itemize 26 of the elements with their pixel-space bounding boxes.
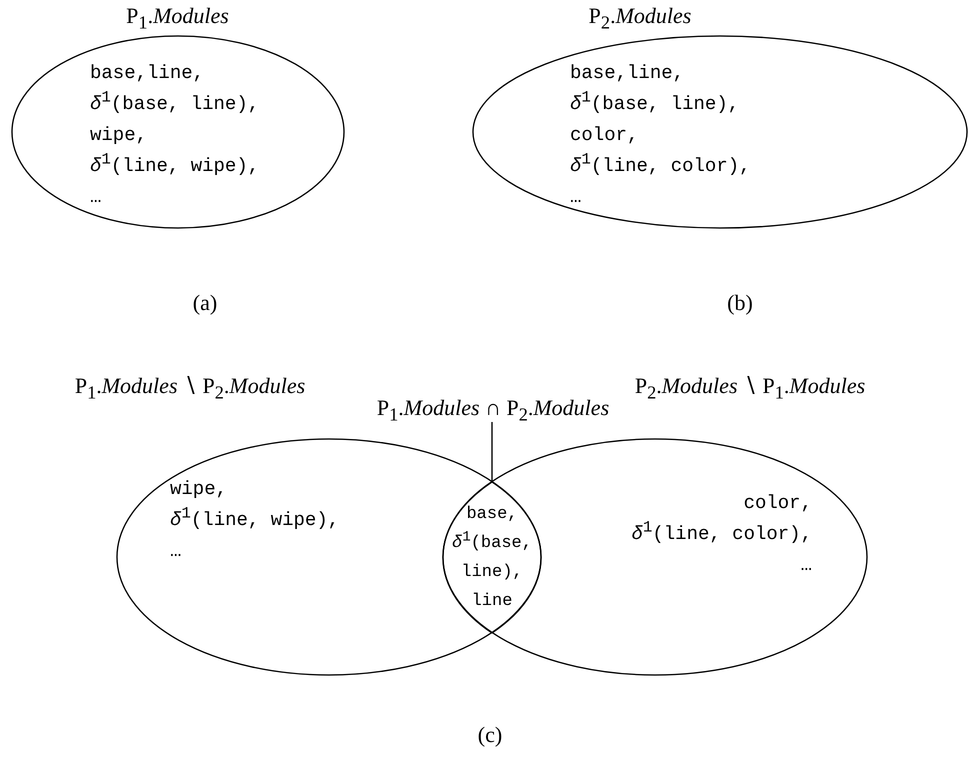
set-member-text: wipe, [90, 123, 148, 148]
set-member-text: color, [742, 491, 812, 516]
set-member-text: δ$^{1}$(line, wipe), [170, 505, 340, 533]
set-member-text: … [800, 553, 812, 578]
set-member-text: line [470, 590, 514, 612]
set-label: P$_{1}$.Modules ∩ P$_{2}$.Modules [376, 394, 610, 422]
set-title: P$_{2}$.Modules ∖ P$_{1}$.Modules [634, 372, 866, 400]
subfigure-label: (c) [476, 722, 504, 748]
set-member-text: base, [465, 504, 518, 526]
set-member-text: base,line, [90, 61, 206, 86]
set-member-text: … [90, 185, 102, 210]
set-member-text: δ$^{1}$(line, color), [630, 519, 812, 547]
set-member-text: … [170, 539, 182, 564]
set-member-text: wipe, [170, 477, 228, 502]
set-member-text: … [570, 185, 582, 210]
set-member-text: δ$^{1}$(line, color), [570, 151, 752, 179]
set-member-text: base,line, [570, 61, 686, 86]
set-title: P$_{2}$.Modules [588, 2, 692, 30]
set-member-text: δ$^{1}$(base, line), [90, 89, 260, 117]
subfigure-label: (b) [726, 290, 754, 316]
set-member-text: δ$^{1}$(base, line), [570, 89, 740, 117]
set-member-text: color, [570, 123, 640, 148]
set-member-text: δ$^{1}$(line, wipe), [90, 151, 260, 179]
subfigure-label: (a) [192, 290, 218, 316]
set-title: P$_{1}$.Modules ∖ P$_{2}$.Modules [74, 372, 306, 400]
set-title: P$_{1}$.Modules [125, 2, 230, 30]
